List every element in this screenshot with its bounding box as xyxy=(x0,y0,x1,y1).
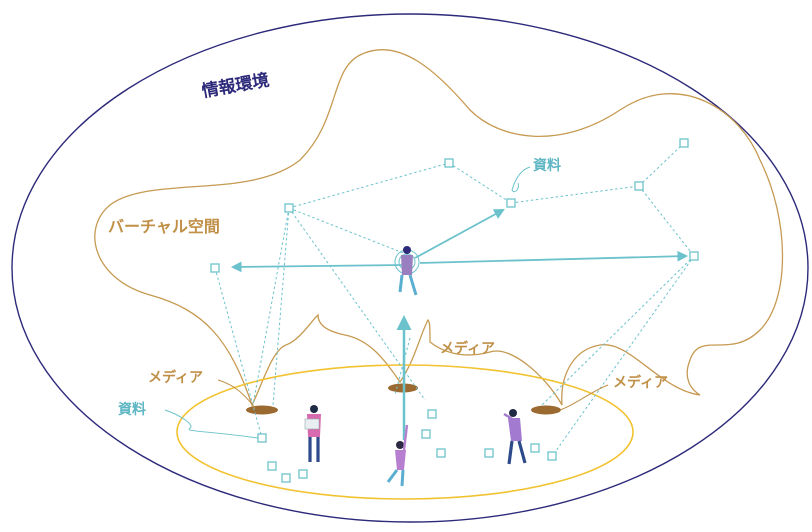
document-node-icon xyxy=(427,409,437,419)
document-node-icon xyxy=(436,448,446,458)
connection-arrows xyxy=(230,208,689,440)
document-node-icon xyxy=(267,461,277,471)
document-node-icon xyxy=(210,263,220,273)
media-portal-left xyxy=(246,405,278,415)
document-node-icon xyxy=(281,473,291,483)
document-node-icon xyxy=(679,138,689,148)
person-icon xyxy=(304,405,321,462)
media-label-center: メディア xyxy=(440,340,495,357)
virtual-space-boundary xyxy=(94,49,784,407)
document-label-top: 資料 xyxy=(533,157,561,174)
document-node-icon xyxy=(284,203,294,213)
document-label-left: 資料 xyxy=(118,401,146,418)
document-node-icon xyxy=(547,451,557,461)
document-nodes xyxy=(210,138,699,483)
document-node-icon xyxy=(530,443,540,453)
virtual-space-label: バーチャル空間 xyxy=(108,217,220,236)
document-node-icon xyxy=(506,198,516,208)
information-environment-label: 情報環境 xyxy=(200,69,271,101)
document-node-icon xyxy=(298,469,308,479)
person-icon xyxy=(386,424,409,487)
document-node-icon xyxy=(689,251,699,261)
media-right-leader xyxy=(559,384,609,411)
media-label-left: メディア xyxy=(148,369,203,386)
media-portal-right xyxy=(531,405,561,415)
media-left-leader xyxy=(217,379,256,409)
dotted-connectors xyxy=(214,142,695,456)
media-label-right: メディア xyxy=(613,374,668,391)
document-node-icon xyxy=(257,433,267,443)
document-node-icon xyxy=(421,429,431,439)
avatar-in-virtual-space xyxy=(394,246,420,296)
doc-left-leader xyxy=(164,409,259,439)
doc-top-leader xyxy=(511,166,531,193)
document-node-icon xyxy=(634,181,644,191)
information-environment-boundary xyxy=(11,13,809,523)
document-node-icon xyxy=(484,448,494,458)
document-node-icon xyxy=(444,158,454,168)
person-icon xyxy=(503,409,527,465)
